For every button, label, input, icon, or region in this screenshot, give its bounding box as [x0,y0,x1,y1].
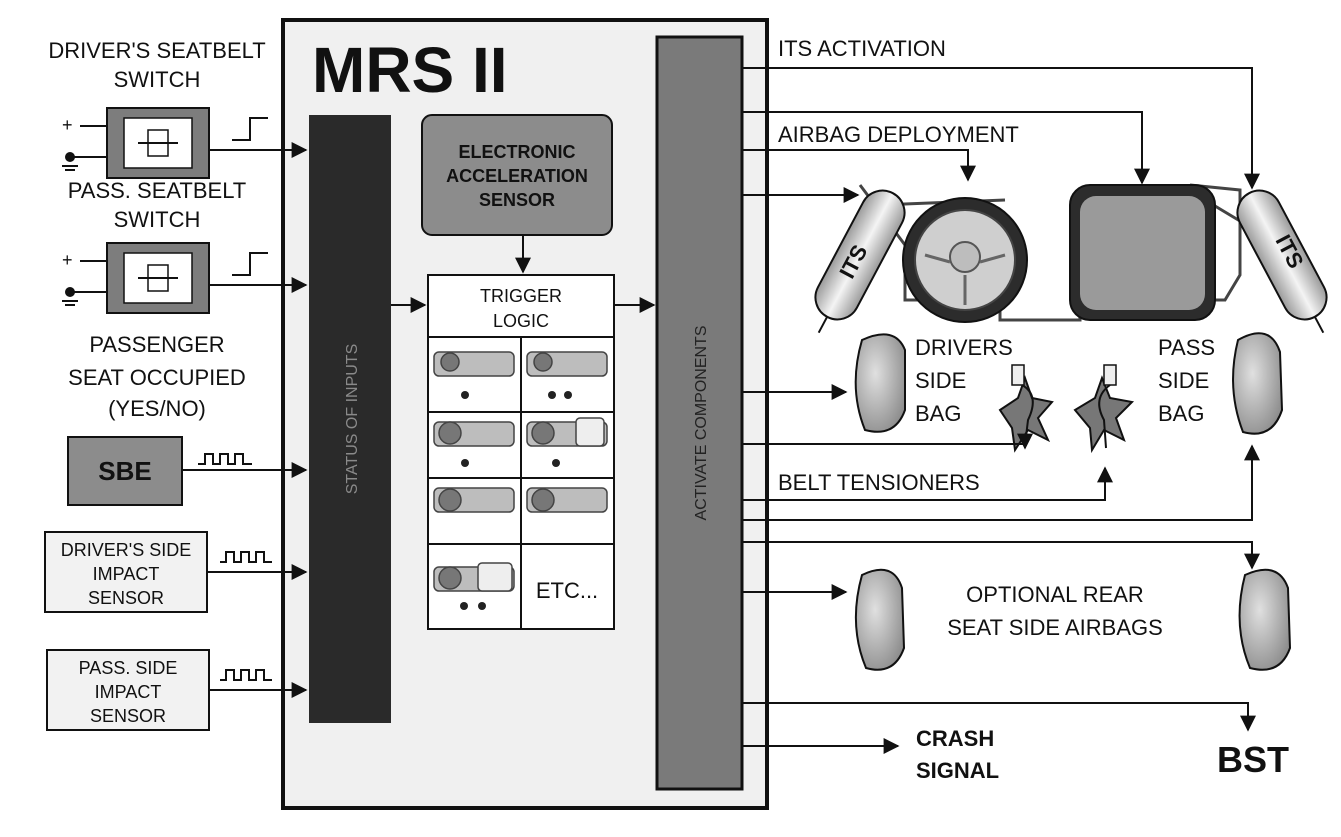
driver-side-impact-label-2: IMPACT [93,564,160,584]
passenger-seat-label-1: PASSENGER [89,332,224,357]
drivers-side-bag [854,333,906,433]
crash-signal-line-1: CRASH [916,726,994,751]
ground-symbol-1 [62,152,78,171]
driver-seatbelt-label-2: SWITCH [114,67,201,92]
passenger-seat-label-3: (YES/NO) [108,396,206,421]
driver-side-impact-label-1: DRIVER'S SIDE [61,540,191,560]
pass-side-impact-sensor [46,649,210,731]
occupant-figures [460,391,572,610]
passenger-seat-label-2: SEAT OCCUPIED [68,365,246,390]
driver-seatbelt-label-1: DRIVER'S SEATBELT [48,38,265,63]
drivers-side-bag-line-1: DRIVERS [915,335,1013,360]
pulse-signal-sbe [198,453,252,465]
pulse-signal-pass-impact [220,669,272,681]
rear-side-bag-left [854,568,906,671]
belt-tensioner-right [1073,364,1135,454]
pass-seatbelt-label-1: PASS. SEATBELT [68,178,247,203]
drivers-side-bag-line-3: BAG [915,401,961,426]
belt-tensioners-label: BELT TENSIONERS [778,470,980,495]
its-right-tube [1236,189,1328,334]
crash-signal-line-2: SIGNAL [916,758,999,783]
optional-rear-line-1: OPTIONAL REAR [966,582,1144,607]
trigger-scenario-cells [433,351,608,592]
its-left-tube [814,189,906,334]
pass-side-impact-label-2: IMPACT [95,682,162,702]
sbe-label: SBE [98,456,151,486]
drivers-side-bag-line-2: SIDE [915,368,966,393]
electronic-acceleration-sensor [421,114,613,236]
eas-line-3: SENSOR [479,190,555,210]
pass-side-bag-line-1: PASS [1158,335,1215,360]
pass-side-bag-line-3: BAG [1158,401,1204,426]
pass-seatbelt-label-2: SWITCH [114,207,201,232]
steering-wheel [902,197,1028,323]
status-of-inputs-label: STATUS OF INPUTS [344,344,361,495]
trigger-logic-line-2: LOGIC [493,311,549,331]
activate-components-label: ACTIVATE COMPONENTS [693,326,710,521]
optional-rear-line-2: SEAT SIDE AIRBAGS [947,615,1163,640]
driver-side-impact-sensor [44,531,208,613]
its-activation-label: ITS ACTIVATION [778,36,946,61]
eas-line-2: ACCELERATION [446,166,588,186]
ground-symbol-2 [62,287,78,306]
belt-tensioner-left [998,364,1054,453]
driver-seatbelt-switch [106,107,210,179]
sbe-box [67,436,183,506]
driver-side-impact-label-3: SENSOR [88,588,164,608]
pass-side-impact-label-1: PASS. SIDE [79,658,178,678]
step-signal-1 [232,117,268,141]
activate-components-bar [655,35,744,791]
etc-label: ETC... [536,578,598,603]
bst-label: BST [1217,739,1289,780]
eas-line-1: ELECTRONIC [459,142,576,162]
trigger-logic-line-1: TRIGGER [480,286,562,306]
step-signal-2 [232,252,268,276]
dashboard-outline [858,183,1242,322]
pass-seatbelt-switch [106,242,210,314]
pulse-signal-driver-impact [220,551,272,563]
module-title: MRS II [312,34,508,106]
status-of-inputs-bar [309,115,391,723]
airbag-deployment-label: AIRBAG DEPLOYMENT [778,122,1019,147]
driver-seatbelt-plus: + [62,115,73,135]
pass-side-impact-label-3: SENSOR [90,706,166,726]
pass-side-bag-line-2: SIDE [1158,368,1209,393]
rear-side-bag-right [1238,568,1292,671]
pass-seatbelt-plus: + [62,250,73,270]
pass-side-bag [1232,332,1284,435]
